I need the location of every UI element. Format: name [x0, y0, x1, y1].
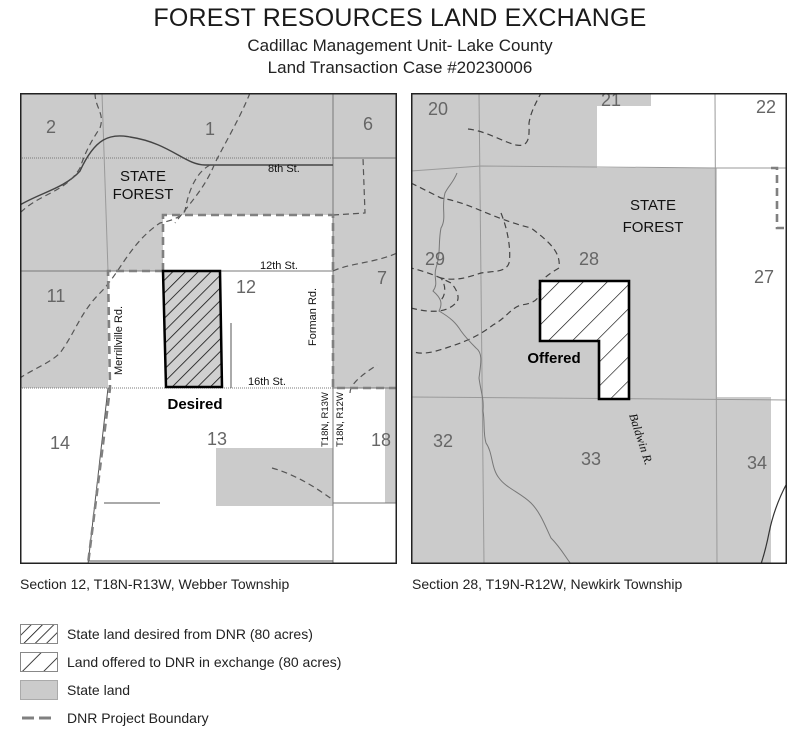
offered-label: Offered [527, 350, 580, 367]
map-frame [411, 93, 787, 564]
road-8th-st [20, 135, 333, 206]
offered-parcel[interactable] [538, 279, 631, 401]
section-number: 27 [754, 267, 774, 287]
dnr-project-boundary [771, 166, 787, 230]
state-forest-label: FOREST [623, 219, 684, 236]
section-number: 14 [50, 433, 70, 453]
desired-label: Desired [167, 396, 222, 413]
left-map-caption: Section 12, T18N-R13W, Webber Township [20, 576, 290, 592]
township-range-label: T18N, R13W [320, 392, 331, 447]
legend-label: State land desired from DNR (80 acres) [67, 626, 313, 642]
section-number: 20 [428, 99, 448, 119]
road-label-16th: 16th St. [248, 376, 286, 388]
section-number: 32 [433, 431, 453, 451]
case-number: Land Transaction Case #20230006 [267, 58, 533, 77]
section-number: 22 [756, 97, 776, 117]
legend-label: Land offered to DNR in exchange (80 acre… [67, 654, 342, 670]
section-number: 13 [207, 429, 227, 449]
road-label-forman: Forman Rd. [307, 288, 319, 346]
dashed-line-swatch-icon [22, 716, 56, 720]
section-number: 7 [377, 268, 387, 288]
section-number: 12 [236, 277, 256, 297]
township-range-label: T18N, R12W [335, 392, 346, 447]
legend-item-state-land: State land [20, 680, 420, 702]
section-number: 21 [601, 93, 621, 110]
right-map-caption: Section 28, T19N-R12W, Newkirk Township [412, 576, 683, 592]
map-frame [20, 93, 397, 564]
section-number: 33 [581, 449, 601, 469]
legend-item-offered: Land offered to DNR in exchange (80 acre… [20, 652, 420, 674]
left-map-section-12: 2 1 6 11 12 7 14 13 18 STATE FOREST 8th … [20, 93, 397, 564]
section-number: 34 [747, 453, 767, 473]
section-number: 1 [205, 119, 215, 139]
legend-item-desired: State land desired from DNR (80 acres) [20, 624, 420, 646]
section-number: 11 [47, 286, 66, 306]
road-label-8th: 8th St. [268, 163, 300, 175]
legend-label: State land [67, 682, 131, 698]
state-forest-label: FOREST [113, 186, 174, 203]
legend-label: DNR Project Boundary [67, 710, 209, 726]
section-number: 28 [579, 249, 599, 269]
legend-item-project-boundary: DNR Project Boundary [20, 708, 420, 730]
section-number: 18 [371, 430, 391, 450]
road-label-12th: 12th St. [260, 260, 298, 272]
gray-fill-swatch-icon [20, 680, 58, 700]
state-forest-label: STATE [630, 197, 676, 214]
right-map-section-28: 20 21 22 29 28 27 32 33 34 STATE FOREST … [411, 93, 787, 564]
state-forest-label: STATE [120, 168, 166, 185]
section-number: 6 [363, 114, 373, 134]
road-label-merrillville: Merrillville Rd. [113, 306, 125, 375]
sparse-hatch-swatch-icon [20, 652, 58, 672]
baldwin-river [432, 172, 572, 564]
section-number: 2 [46, 117, 56, 137]
dnr-project-boundary [86, 213, 397, 564]
map-title: FOREST RESOURCES LAND EXCHANGE [153, 4, 647, 32]
desired-parcel[interactable] [161, 269, 224, 389]
map-subtitle: Cadillac Management Unit- Lake County [247, 36, 553, 55]
section-number: 29 [425, 249, 445, 269]
dense-hatch-swatch-icon [20, 624, 58, 644]
state-land-parcel-13 [216, 448, 333, 506]
